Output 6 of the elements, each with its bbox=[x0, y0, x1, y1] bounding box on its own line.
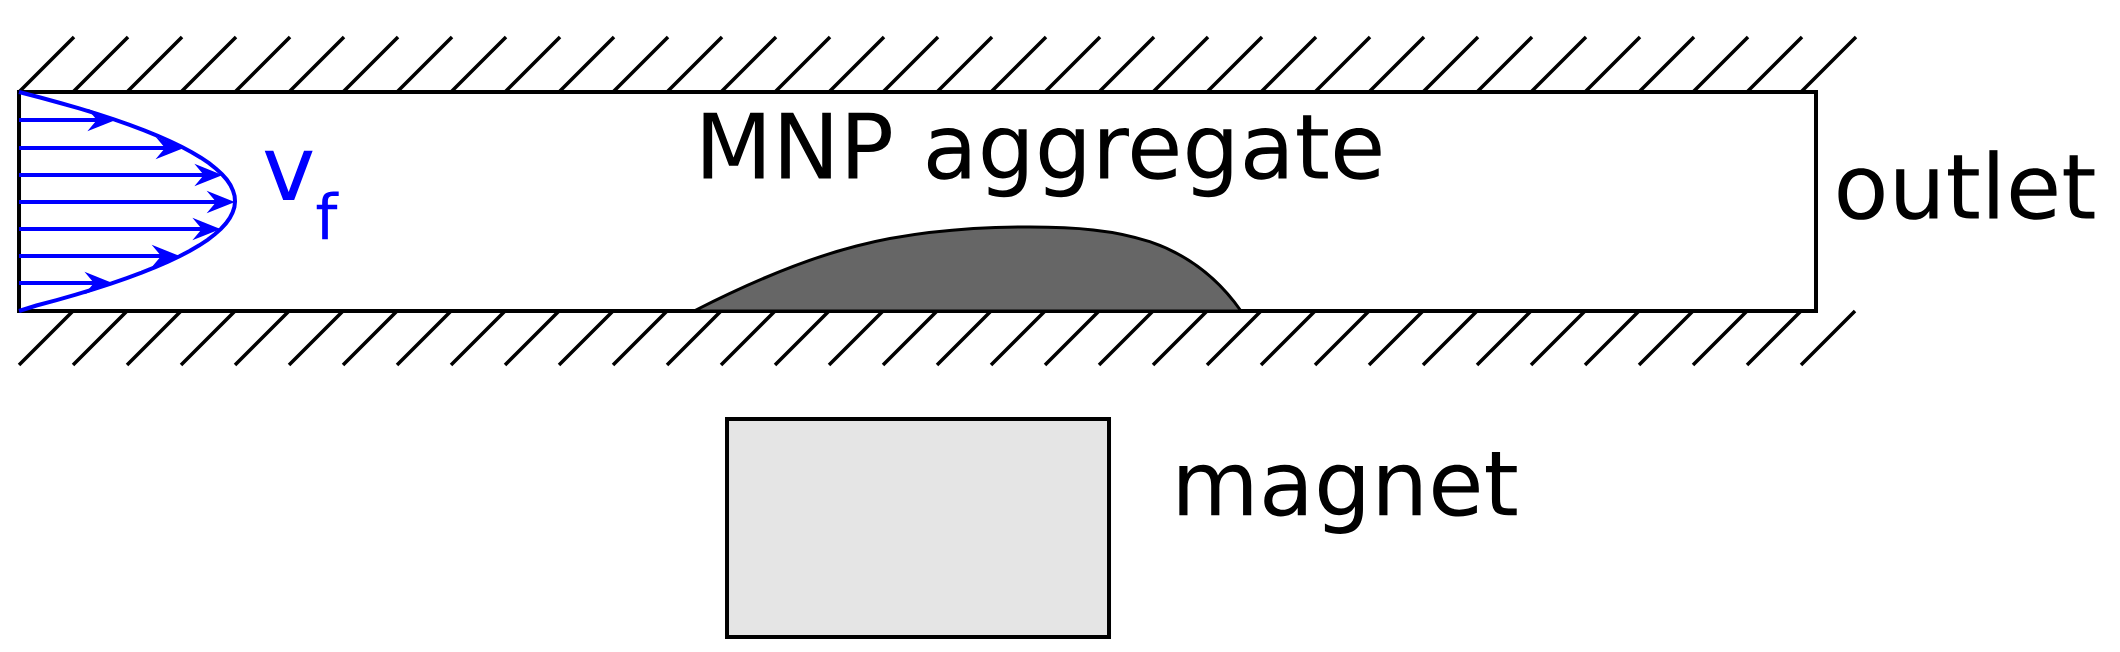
label: magnet bbox=[1179, 452, 1517, 534]
aggregate-deposit bbox=[692, 225, 1243, 313]
velocity-label: v$_{f}$ bbox=[264, 150, 339, 240]
outlet-label: outlet bbox=[1838, 150, 2095, 220]
label: MNP aggregate bbox=[703, 112, 1381, 198]
magnet-block bbox=[725, 417, 1111, 639]
